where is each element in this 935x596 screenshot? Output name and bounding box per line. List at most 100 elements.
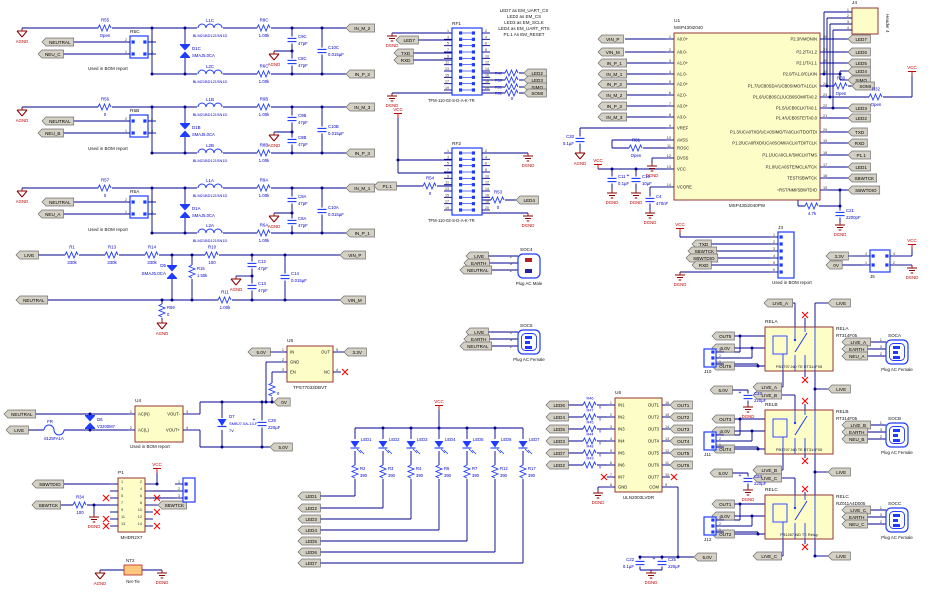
label: R5 (444, 466, 450, 471)
pin-name: P1.2/UCA0RXD/UCA0SOMI/ACLK/TDI/TCLK (732, 141, 817, 146)
label: R47 (587, 409, 594, 413)
label: 390 (388, 473, 396, 478)
pin-name: A2.0+ (677, 82, 689, 87)
net-flag-SBWTCK (157, 500, 187, 510)
net-flag-label: NEU_C (849, 522, 865, 527)
pin-dot (779, 263, 783, 267)
net-flag-label: LED2 (855, 116, 867, 121)
resistor-R55 (97, 23, 112, 33)
pin-number: 9 (447, 174, 449, 178)
connector-RF2 (451, 147, 483, 216)
label: C10B (328, 124, 339, 129)
pin-number: 4 (610, 437, 612, 441)
pin-number: 2 (125, 117, 127, 121)
glyph-mask (158, 304, 166, 318)
net-flag-label: LIVE (836, 387, 846, 392)
label: C4 (656, 194, 662, 199)
net-flag-5.0V (247, 347, 271, 357)
label: 2200pF (846, 215, 861, 220)
net-flag-LIVE (5, 425, 29, 435)
pin-number: 26 (823, 59, 827, 63)
junction-dot (813, 387, 817, 391)
label: C20 (566, 134, 574, 139)
label: 10µF (642, 181, 652, 186)
pin-name: P1.3/UCA0TXD/UCA0SIMO/TA0CLK/TDO/TDI (730, 130, 817, 135)
junction-dot (150, 151, 154, 155)
pin-name: IN7 (618, 475, 625, 480)
label: 1.00k (259, 79, 271, 84)
chip-U5 (286, 345, 334, 383)
net-flag-label: SBWTCK (854, 176, 875, 181)
pin-number: 2 (178, 487, 180, 491)
net-flag-label: P1.1 (856, 153, 866, 158)
chip-part-inside: PB1797-ND TE RT314F05 (776, 364, 822, 369)
wire (384, 448, 390, 454)
net-flag-label: LED2 (553, 463, 565, 468)
net-flag-label: OUT6 (677, 463, 690, 468)
agnd-label: AGND (156, 331, 168, 336)
text-label: 1 (880, 420, 883, 425)
dgnd-label: DGND (88, 524, 101, 529)
pin-number: 4 (669, 70, 671, 74)
pin-name: IN3 (618, 427, 625, 432)
pin-name: VOUT- (167, 412, 180, 417)
pin-number: 4 (485, 155, 487, 159)
wire (794, 332, 808, 353)
led-label: LED4 (445, 437, 456, 442)
glyph-mask (197, 69, 223, 75)
junction-dot (290, 105, 294, 109)
label: 47pF (298, 223, 308, 228)
net-flag-label: 5.0V (720, 514, 730, 519)
pin-dot (779, 242, 783, 246)
pin-dot (779, 256, 783, 260)
dgnd-label: DGND (522, 223, 535, 228)
label: R59 (167, 305, 175, 310)
net-flag-label: LIVE (836, 470, 846, 475)
pin-dot (459, 50, 463, 54)
pin-dot (471, 176, 475, 180)
pin-number: 28 (823, 35, 827, 39)
label: D6 (97, 417, 103, 422)
text-label: RZ011A4D005 (836, 501, 866, 506)
pin-number: 11 (445, 181, 449, 185)
net-flag-label: LED4 (553, 415, 565, 420)
net-flag-label: EARTH (471, 261, 487, 266)
net-flag-label: LIVE_C (761, 554, 778, 559)
label: 0 (104, 193, 107, 198)
net-flag-IN_M_3 (597, 112, 627, 122)
pin-name: VOUT+ (166, 428, 181, 433)
label: R8C (260, 18, 269, 23)
wire (268, 134, 275, 142)
text-label: 2 (510, 344, 513, 349)
label: C19 (642, 174, 650, 179)
dgnd-label: DGND (645, 580, 658, 585)
pin-name: A0.0+ (677, 37, 689, 42)
pin-number: 13 (121, 522, 125, 526)
resistor-R15 (187, 264, 197, 279)
pin-dot (471, 44, 475, 48)
pin-dot (459, 37, 463, 41)
label: R7 (472, 466, 478, 471)
pin-number: 1 (125, 50, 127, 54)
label: 220µF (268, 425, 281, 430)
net-flag-label: LED1 (305, 494, 317, 499)
agnd-label: AGND (268, 62, 280, 67)
tvs-diode-D5 (167, 272, 177, 278)
resistor-R11 (217, 295, 232, 305)
resistor-R57 (97, 183, 112, 193)
connector-ref: J11 (704, 452, 712, 457)
glyph-mask (166, 265, 178, 279)
label: L2A (206, 223, 214, 228)
glyph-mask (835, 210, 845, 218)
pin-number: 3 (773, 247, 775, 251)
pin-number: 13 (445, 187, 449, 191)
pin-dot (711, 524, 715, 528)
pin-number: 1 (719, 528, 721, 532)
label: R50 (495, 79, 502, 83)
net-flag-label: 3.3V (834, 254, 844, 259)
pin-number: 1 (847, 8, 849, 12)
pin-name: ~RST/NMI/SBWTDIO (777, 188, 818, 193)
pin-name: OUT5 (648, 451, 660, 456)
chip-RELB (764, 409, 834, 455)
label: 100 (76, 510, 84, 515)
